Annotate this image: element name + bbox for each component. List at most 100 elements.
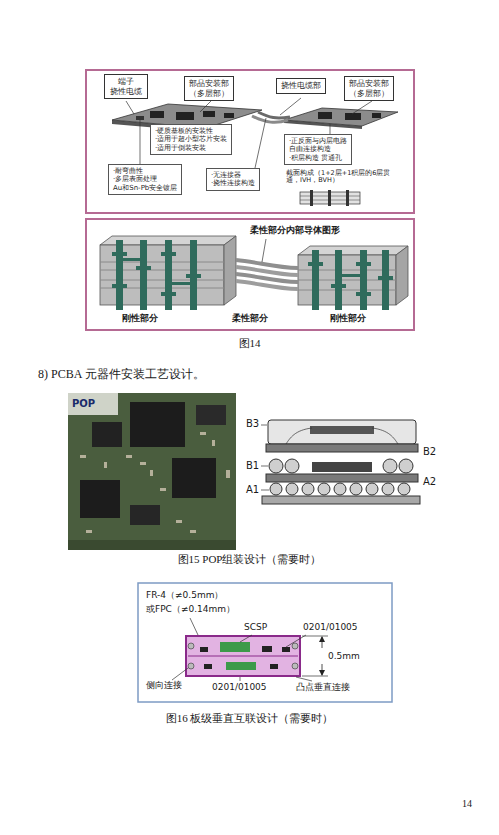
rigid-part (100, 236, 408, 310)
layer-label: A2 (423, 476, 436, 488)
rigid-part (140, 240, 147, 310)
leader-line (126, 98, 372, 168)
pop-cross-section (270, 483, 282, 495)
pop-cross-section (312, 462, 372, 472)
pop-cross-section (286, 428, 398, 444)
pcb-photo (190, 530, 196, 533)
note-box: ·硬质基板的安装性·适用于超小型芯片安装·适用于倒装安装 (150, 124, 232, 155)
pcb-photo (176, 520, 182, 523)
section-note: 截面构成（1+2层+1积层的6层贯通，IVH，BVH） (286, 170, 394, 185)
leader-line (240, 677, 241, 681)
rigid-part (136, 266, 151, 270)
layer-label: B2 (423, 446, 436, 458)
leader-line (352, 101, 372, 114)
flex-part (236, 281, 298, 289)
material-note: 或FPC（≠0.14mm） (146, 604, 235, 614)
pcb-photo (226, 470, 230, 478)
rigid-part (312, 250, 319, 310)
part-box: 挠性电缆部 (276, 78, 326, 94)
stacked-module (204, 664, 212, 669)
pcb-photo (86, 530, 92, 533)
material-note: FR-4（≠0.5mm） (146, 590, 223, 600)
rigid-part (331, 284, 346, 288)
pcb-photo (140, 462, 146, 465)
leader-line (286, 635, 306, 647)
note-box: ·无连接器·挠性连接构造 (206, 168, 260, 191)
box-text: ·多层表面处理 (113, 175, 177, 183)
layer-label: A1 (246, 484, 259, 496)
figure-caption: 图14 (0, 337, 499, 350)
pop-cross-section (268, 420, 416, 444)
stacked-module (292, 663, 298, 669)
leader-line (261, 425, 269, 490)
pop-cross-section (266, 474, 418, 482)
note-box: ·耐弯曲性·多层表面处理Au和Sn-Pb安全镀层 (108, 164, 182, 195)
pcb-photo (172, 458, 216, 498)
pcb-photo (212, 440, 215, 446)
leader-line (302, 676, 328, 677)
rigid-part (356, 262, 371, 266)
part-name: SCSP (244, 622, 267, 632)
figure-frame (138, 583, 392, 702)
figure-frame (86, 70, 414, 213)
part-box: 部品安装部（多层部） (184, 76, 234, 101)
leader-line (200, 101, 211, 112)
leader-line (140, 120, 141, 164)
box-text: 挠性电缆部 (281, 81, 321, 91)
cross-section-icon (300, 190, 360, 206)
layer-label: B3 (246, 418, 259, 430)
part-name: 刚性部分 (330, 313, 366, 323)
pcb-photo (68, 393, 236, 550)
box-text: 部品安装部（多层部） (189, 79, 229, 98)
pcb-photo (200, 432, 206, 435)
rigid-part (335, 250, 342, 310)
part-name: 柔性部分 (232, 313, 268, 323)
rigid-part (308, 262, 323, 266)
pcb-photo (92, 422, 122, 447)
stacked-module (282, 647, 290, 652)
pop-cross-section (269, 459, 413, 473)
pcb-photo (80, 432, 230, 533)
rigid-part (378, 276, 393, 280)
leader-line (330, 124, 331, 134)
pcb-photo (80, 455, 86, 458)
stacked-module (226, 662, 256, 670)
rigid-part (112, 252, 127, 256)
pop-cross-section (270, 483, 410, 495)
section-heading: 8) PCBA 元器件安装工艺设计。 (38, 368, 205, 382)
stacked-module (262, 646, 272, 652)
pop-cross-section (399, 459, 413, 473)
pcb-photo (160, 488, 166, 491)
leader-line (302, 636, 328, 637)
part-box: 部品安装部（多层部） (344, 76, 394, 101)
rigid-board (345, 113, 361, 120)
rigid-part (224, 236, 236, 305)
leader-line (172, 668, 188, 680)
box-text: 端子 挠性电缆 (109, 77, 143, 96)
leader-line (126, 101, 134, 114)
pcb-photo (68, 393, 118, 415)
rigid-board (224, 113, 234, 118)
dimension-line (322, 637, 323, 648)
rigid-board (136, 116, 144, 120)
stacked-module (188, 663, 194, 669)
pcb-photo (150, 470, 153, 476)
stacked-module (220, 642, 250, 652)
component-size: 0201/01005 (212, 682, 267, 692)
connection-note: 凸点垂直连接 (296, 682, 350, 692)
pcb-photo (104, 462, 107, 468)
rigid-part (123, 258, 140, 261)
box-text: ·适用于倒装安装 (155, 144, 227, 152)
pop-cross-section (269, 459, 283, 473)
pop-cross-section (262, 420, 420, 504)
pop-cross-section (383, 459, 397, 473)
flex-cable (258, 112, 290, 118)
pcb-photo (126, 455, 132, 458)
pop-cross-section (334, 483, 346, 495)
stacked-module (200, 647, 208, 652)
rigid-part (112, 284, 127, 288)
rigid-part (308, 250, 393, 310)
stacked-module (270, 664, 278, 669)
